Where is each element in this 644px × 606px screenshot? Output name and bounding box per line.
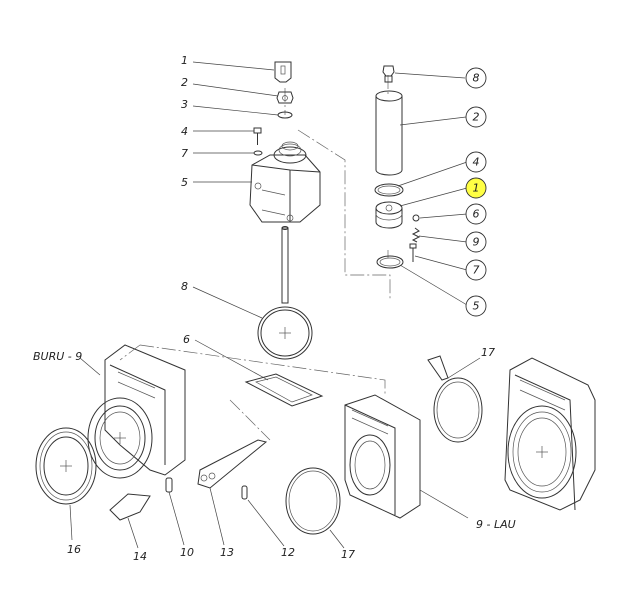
svg-text:6: 6: [473, 208, 480, 221]
small-ball-part: [412, 214, 420, 222]
label-5: 5: [181, 176, 188, 189]
pin-part: [165, 477, 173, 493]
gate-disc-part: [427, 355, 483, 443]
label-16: 16: [67, 543, 81, 556]
label-3: 3: [181, 98, 188, 111]
label-buru-9: BURU - 9: [33, 350, 82, 363]
bubble-2: 2: [465, 106, 487, 128]
label-7: 7: [181, 147, 188, 160]
label-9-lau: 9 - LAU: [476, 518, 516, 531]
pin-small-part: [241, 485, 248, 500]
left-part-labels: 1 2 3 4 7 5 8 6 BURU - 9 9 - LAU: [33, 54, 516, 531]
valve-body-lau-part: [504, 357, 596, 511]
svg-text:1: 1: [473, 182, 480, 195]
label-14: 14: [133, 550, 147, 563]
piston-rod-part: [257, 226, 313, 360]
bubble-8: 8: [465, 67, 487, 89]
assembly-guide-lines: [119, 75, 391, 441]
label-17-oring: 17: [341, 548, 355, 561]
piston-part: [375, 201, 403, 229]
small-washer-part: [253, 150, 263, 156]
svg-text:5: 5: [473, 300, 480, 313]
scraper-ring-part: [35, 427, 97, 505]
svg-text:7: 7: [473, 264, 480, 277]
label-13: 13: [220, 546, 234, 559]
valve-body-buru-part: [87, 344, 186, 479]
large-o-ring-part: [285, 467, 341, 535]
bubble-1-highlighted: 1: [465, 177, 487, 199]
label-17-disc: 17: [481, 346, 495, 359]
bubble-7: 7: [465, 259, 487, 281]
gasket-part: [244, 373, 324, 407]
o-ring-upper-part: [374, 183, 404, 197]
fitting-part: [382, 65, 395, 83]
label-12: 12: [281, 546, 295, 559]
label-6: 6: [183, 333, 190, 346]
bottom-part-labels: 16 14 10 13 12 17 17: [67, 346, 495, 563]
cylinder-tube-part: [375, 90, 403, 176]
cylinder-cap-part: [249, 141, 321, 223]
small-bolt-part: [253, 127, 262, 145]
bubble-4: 4: [465, 151, 487, 173]
bubble-9: 9: [465, 231, 487, 253]
o-ring-lower-part: [376, 255, 404, 269]
bubble-5: 5: [465, 295, 487, 317]
screw-part: [409, 243, 417, 262]
bracket-part: [109, 493, 151, 521]
svg-text:4: 4: [473, 156, 480, 169]
callout-bubbles: 8 2 4 1 6 9 7 5: [465, 67, 487, 317]
label-2: 2: [181, 76, 188, 89]
label-4: 4: [181, 125, 188, 138]
spring-part: [411, 227, 421, 243]
svg-text:9: 9: [473, 236, 480, 249]
valve-body-center-part: [344, 394, 421, 519]
label-1: 1: [181, 54, 188, 67]
svg-text:8: 8: [473, 72, 480, 85]
label-8: 8: [181, 280, 188, 293]
bubble-6: 6: [465, 203, 487, 225]
svg-text:2: 2: [473, 111, 480, 124]
clevis-part: [274, 61, 292, 83]
label-10: 10: [180, 546, 194, 559]
nut-part: [276, 91, 294, 104]
lever-part: [197, 439, 268, 489]
leader-lines: [69, 61, 481, 549]
